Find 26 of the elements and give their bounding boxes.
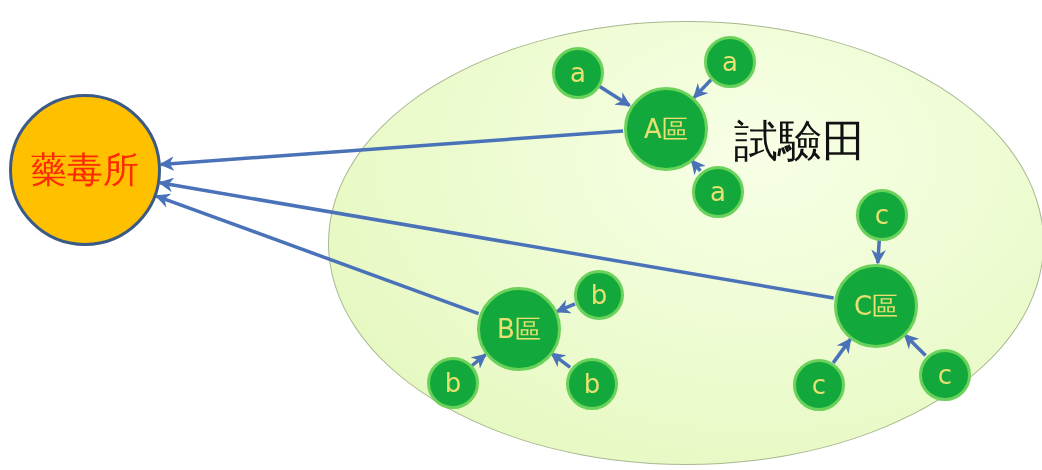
sample-circle: c [856, 189, 908, 241]
arrow [871, 239, 886, 265]
arrow [555, 299, 576, 314]
zone-circle: C區 [834, 264, 918, 348]
arrow [903, 333, 927, 357]
arrow [690, 159, 706, 176]
arrow [470, 353, 487, 369]
station-circle: 藥毒所 [9, 94, 161, 246]
field-label: 試驗田 [734, 114, 866, 168]
arrow [692, 78, 713, 99]
arrow [159, 129, 624, 171]
sample-circle: a [692, 166, 744, 218]
sample-circle: b [566, 358, 618, 410]
sample-circle: b [427, 357, 479, 409]
arrow [158, 177, 834, 300]
arrow [597, 84, 631, 107]
sample-circle: a [552, 47, 604, 99]
arrow [831, 337, 852, 364]
sample-circle: a [704, 36, 756, 88]
zone-circle: B區 [477, 287, 561, 371]
sample-circle: c [919, 349, 971, 401]
sample-circle: c [793, 359, 845, 411]
sample-circle: b [574, 270, 624, 320]
zone-circle: A區 [624, 87, 708, 171]
arrow [550, 351, 572, 369]
arrow [155, 193, 480, 316]
